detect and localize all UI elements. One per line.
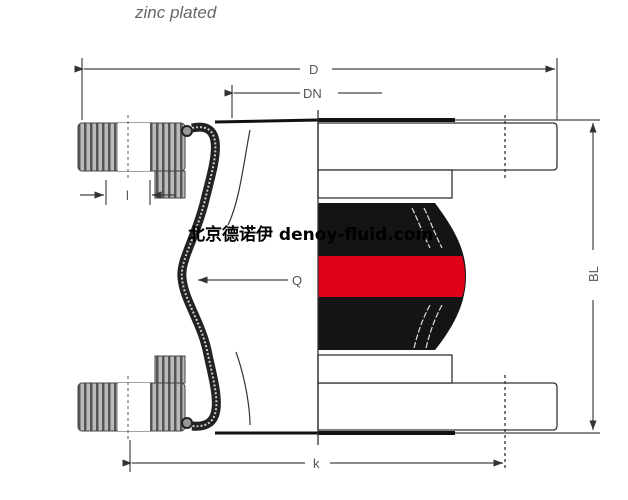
dimension-k bbox=[122, 440, 503, 472]
label-dn: DN bbox=[303, 86, 322, 101]
label-bl: BL bbox=[586, 266, 601, 282]
diagram-title: zinc plated bbox=[134, 3, 217, 22]
left-flange-bottom bbox=[77, 355, 186, 440]
dimension-dn bbox=[224, 85, 382, 118]
reinforcement-band bbox=[318, 256, 465, 297]
rubber-body bbox=[318, 203, 466, 350]
dimension-d bbox=[74, 58, 558, 120]
bellows-section bbox=[177, 118, 319, 435]
dimension-l bbox=[80, 180, 176, 205]
dimension-bl bbox=[455, 119, 600, 434]
label-l: l bbox=[126, 188, 129, 203]
watermark-text: 北京德诺伊 denoy-fluid.com bbox=[188, 224, 433, 245]
left-flange-top bbox=[77, 115, 186, 199]
right-flange-top bbox=[317, 115, 558, 199]
label-k: k bbox=[313, 456, 320, 471]
right-flange-bottom bbox=[317, 354, 558, 470]
label-d: D bbox=[309, 62, 318, 77]
label-q: Q bbox=[292, 273, 302, 288]
